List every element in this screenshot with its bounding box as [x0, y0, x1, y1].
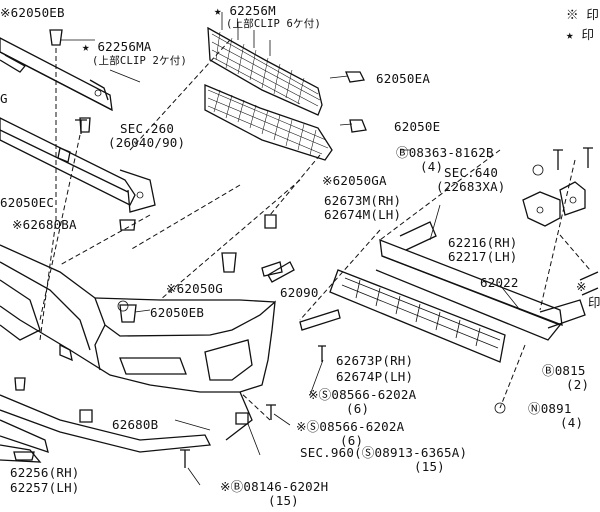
- leader-lines: [39, 39, 591, 486]
- label-62256m: ★ 62256M: [214, 3, 276, 18]
- label-62216: 62216(RH): [448, 235, 518, 250]
- label-62050eb-top: ※62050EB: [0, 5, 65, 20]
- label-62257: 62257(LH): [10, 480, 80, 495]
- label-sec260-sub: (26040/90): [108, 135, 186, 150]
- label-0891: Ⓝ0891: [528, 401, 572, 416]
- label-sec960-qty: (15): [414, 459, 445, 474]
- label-62217: 62217(LH): [448, 249, 518, 264]
- grille-mesh: [204, 12, 333, 161]
- label-62680b: 62680B: [112, 417, 159, 432]
- label-62673p: 62673P(RH): [336, 353, 414, 368]
- label-62022: 62022: [480, 275, 519, 290]
- bumper-reinforcement: [375, 181, 599, 341]
- label-fragment-g: G: [0, 91, 8, 106]
- label-62050ea: 62050EA: [376, 71, 431, 86]
- label-08566-a: ※Ⓢ08566-6202A: [308, 387, 417, 402]
- energy-absorber: [329, 269, 506, 363]
- lower-spoiler: [0, 394, 212, 463]
- label-0815: Ⓑ0815: [542, 363, 586, 378]
- label-62090: 62090: [280, 285, 319, 300]
- label-62256: 62256(RH): [10, 465, 80, 480]
- label-08363-qty: (4): [420, 159, 444, 174]
- bolts: [75, 119, 593, 468]
- label-62256ma: ★ 62256MA: [82, 39, 152, 54]
- label-08566-b-qty: (6): [340, 433, 364, 448]
- label-fragment-mark: 印: [588, 295, 600, 310]
- label-0815-qty: (2): [566, 377, 590, 392]
- label-08146: ※Ⓑ08146-6202H: [220, 479, 329, 494]
- side-brackets: [267, 261, 341, 331]
- label-sec640-sub: (22683XA): [436, 179, 506, 194]
- label-08363: Ⓑ08363-8162B: [396, 145, 494, 160]
- label-62674m: 62674M(LH): [324, 207, 402, 222]
- bumper-fascia: [0, 244, 276, 441]
- label-08566-a-qty: (6): [346, 401, 370, 416]
- label-08146-qty: (15): [268, 493, 299, 508]
- label-62050g: ※62050G: [166, 281, 224, 296]
- legend-star: ★ 印: [566, 27, 595, 42]
- legend-asterisk: ※ 印: [566, 7, 600, 22]
- clips: [49, 29, 367, 425]
- label-62050ga: ※62050GA: [322, 173, 387, 188]
- label-sec960: SEC.960(Ⓢ08913-6365A): [300, 445, 468, 460]
- label-sec640: SEC.640: [444, 165, 499, 180]
- label-62050e: 62050E: [394, 119, 441, 134]
- label-fragment-asterisk: ※: [576, 279, 587, 294]
- label-62680ba: ※62680BA: [12, 217, 77, 232]
- label-62256ma-note: (上部CLIP 2ケ付): [92, 55, 187, 67]
- label-08566-b: ※Ⓢ08566-6202A: [296, 419, 405, 434]
- label-0891-qty: (4): [560, 415, 584, 430]
- label-62050eb: 62050EB: [150, 305, 205, 320]
- label-62050ec: 62050EC: [0, 195, 55, 210]
- label-62673m: 62673M(RH): [324, 193, 402, 208]
- label-62674p: 62674P(LH): [336, 369, 414, 384]
- label-62256m-note: (上部CLIP 6ケ付): [226, 18, 321, 30]
- label-sec260: SEC.260: [120, 121, 175, 136]
